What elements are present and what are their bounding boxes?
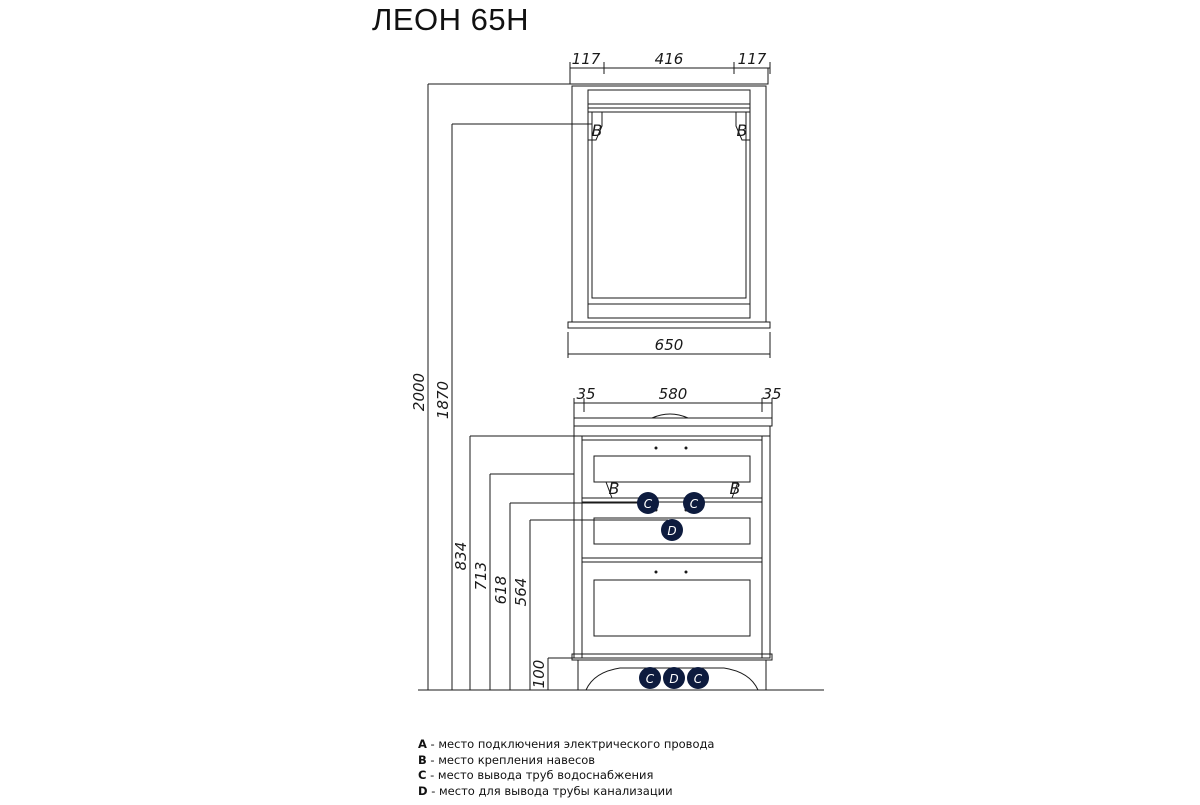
mirror-dim-bottom-label: 650	[655, 336, 684, 354]
mirror-bottom-dimension	[567, 332, 771, 358]
mirror-dim-middle-label: 416	[655, 50, 684, 68]
cabinet-dim-middle-label: 580	[659, 385, 688, 403]
marker-c-2: C	[690, 497, 699, 511]
mirror-dim-right-label: 117	[738, 50, 767, 68]
legend: A - место подключения электрического про…	[418, 737, 714, 799]
cabinet-body	[573, 435, 771, 659]
bottom-drawer	[581, 561, 763, 655]
countertop	[573, 425, 771, 437]
mirror-inner-frame	[587, 89, 751, 319]
height-dimensions	[418, 83, 824, 691]
middle-drawer-panel	[593, 517, 751, 545]
basin-bowl	[651, 413, 689, 419]
bottom-drawer-panel	[593, 579, 751, 637]
vanity-cabinet	[571, 413, 773, 691]
mirror-bottom-base	[567, 321, 771, 329]
cabinet-top-dimension	[573, 398, 773, 422]
mirror-cabinet	[567, 67, 771, 329]
mirror-bracket-left	[588, 111, 603, 141]
cabinet-dim-right-label: 35	[762, 385, 781, 403]
height-1870-label: 1870	[434, 381, 452, 419]
middle-drawer	[581, 501, 763, 559]
height-834-label: 834	[452, 542, 470, 571]
height-713-label: 713	[472, 562, 490, 591]
marker-c-bottom-right: C	[694, 672, 703, 686]
marker-d-bottom: D	[669, 672, 678, 686]
basin-rim	[573, 417, 773, 427]
floor-outlet-markers: C D C	[639, 667, 709, 689]
mirror-marker-b-right: B	[737, 121, 748, 140]
legend-row-a: A - место подключения электрического про…	[418, 737, 715, 751]
height-564-label: 564	[512, 578, 530, 607]
product-title: ЛЕОН 65Н	[372, 2, 530, 37]
height-618-label: 618	[492, 576, 510, 605]
height-2000-label: 2000	[410, 373, 428, 411]
mirror-top-cornice	[569, 67, 769, 85]
legend-row-b: B - место крепления навесов	[418, 752, 596, 767]
mirror-marker-b-left: B	[592, 121, 603, 140]
height-100-label: 100	[530, 660, 548, 689]
marker-d-mid: D	[667, 524, 676, 538]
legend-row-c: C - место вывода труб водоснабжения	[418, 768, 654, 782]
cabinet-dim-left-label: 35	[576, 385, 595, 403]
legend-row-d: D - место для вывода трубы канализации	[418, 783, 673, 798]
water-outlet-markers: C C D	[637, 492, 705, 541]
mirror-bracket-right	[735, 111, 750, 141]
mirror-dim-left-label: 117	[572, 50, 601, 68]
mirror-top-dimension	[569, 62, 771, 74]
top-drawer-panel	[593, 455, 751, 483]
cabinet-marker-b-right: B	[730, 479, 741, 498]
cabinet-marker-b-left: B	[609, 479, 620, 498]
top-drawer	[581, 439, 763, 499]
marker-c-bottom-left: C	[646, 672, 655, 686]
marker-c-1: C	[644, 497, 653, 511]
